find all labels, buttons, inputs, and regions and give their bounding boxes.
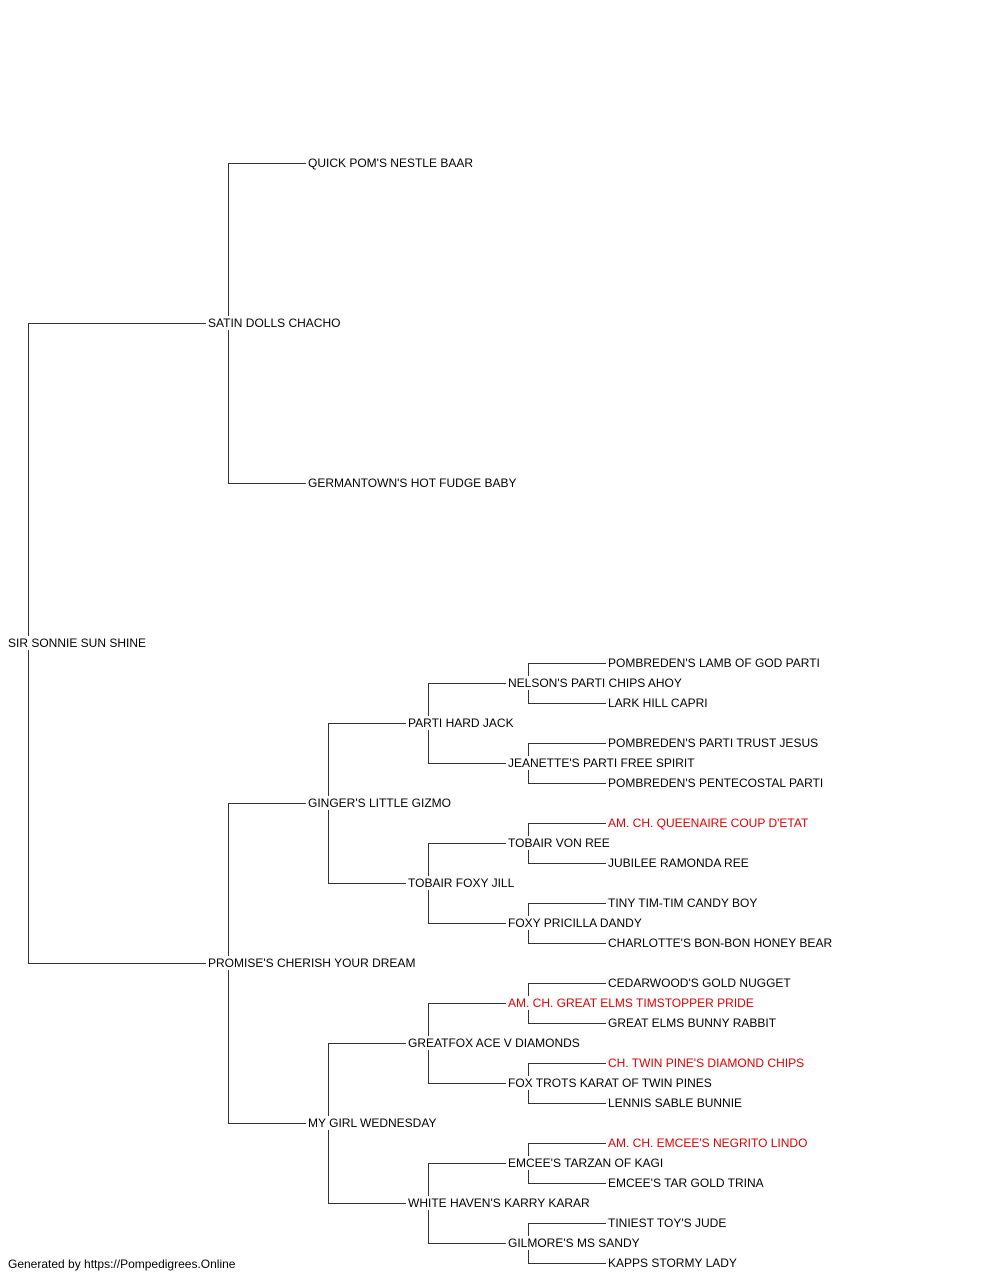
ancestor-name: GILMORE'S MS SANDY: [508, 1236, 642, 1250]
ancestor-name: POMBREDEN'S PARTI TRUST JESUS: [608, 736, 821, 750]
ancestor-name: AM. CH. QUEENAIRE COUP D'ETAT: [608, 816, 811, 830]
ancestor-name: FOX TROTS KARAT OF TWIN PINES: [508, 1076, 714, 1090]
ancestor-name: AM. CH. GREAT ELMS TIMSTOPPER PRIDE: [508, 996, 756, 1010]
connector-horizontal: [428, 1243, 506, 1244]
connector-horizontal: [328, 723, 406, 724]
connector-horizontal: [228, 483, 306, 484]
connector-horizontal: [528, 663, 606, 664]
connector-horizontal: [428, 843, 506, 844]
ancestor-name: EMCEE'S TARZAN OF KAGI: [508, 1156, 666, 1170]
ancestor-name: EMCEE'S TAR GOLD TRINA: [608, 1176, 766, 1190]
ancestor-name: GERMANTOWN'S HOT FUDGE BABY: [308, 476, 519, 490]
connector-horizontal: [28, 323, 206, 324]
ancestor-name: TINY TIM-TIM CANDY BOY: [608, 896, 760, 910]
ancestor-name: TINIEST TOY'S JUDE: [608, 1216, 729, 1230]
ancestor-name: MY GIRL WEDNESDAY: [308, 1116, 439, 1130]
ancestor-name: CH. TWIN PINE'S DIAMOND CHIPS: [608, 1056, 807, 1070]
connector-horizontal: [528, 1183, 606, 1184]
connector-horizontal: [528, 983, 606, 984]
connector-horizontal: [228, 803, 306, 804]
connector-horizontal: [528, 1023, 606, 1024]
connector-horizontal: [528, 1223, 606, 1224]
ancestor-name: WHITE HAVEN'S KARRY KARAR: [408, 1196, 592, 1210]
ancestor-name: POMBREDEN'S LAMB OF GOD PARTI: [608, 656, 822, 670]
ancestor-name: QUICK POM'S NESTLE BAAR: [308, 156, 475, 170]
connector-horizontal: [528, 783, 606, 784]
connector-horizontal: [528, 1063, 606, 1064]
ancestor-name: GINGER'S LITTLE GIZMO: [308, 796, 453, 810]
ancestor-name: GREAT ELMS BUNNY RABBIT: [608, 1016, 779, 1030]
connector-horizontal: [528, 903, 606, 904]
ancestor-name: NELSON'S PARTI CHIPS AHOY: [508, 676, 684, 690]
subject-dog-name: SIR SONNIE SUN SHINE: [8, 636, 149, 650]
footer-credit: Generated by https://Pompedigrees.Online: [8, 1257, 236, 1271]
connector-horizontal: [28, 963, 206, 964]
connector-horizontal: [428, 1083, 506, 1084]
ancestor-name: PROMISE'S CHERISH YOUR DREAM: [208, 956, 418, 970]
ancestor-name: CEDARWOOD'S GOLD NUGGET: [608, 976, 793, 990]
ancestor-name: JEANETTE'S PARTI FREE SPIRIT: [508, 756, 697, 770]
ancestor-name: AM. CH. EMCEE'S NEGRITO LINDO: [608, 1136, 810, 1150]
connector-horizontal: [528, 823, 606, 824]
connector-horizontal: [428, 683, 506, 684]
connector-horizontal: [528, 1263, 606, 1264]
connector-horizontal: [528, 943, 606, 944]
connector-horizontal: [528, 863, 606, 864]
ancestor-name: KAPPS STORMY LADY: [608, 1256, 739, 1270]
connector-horizontal: [528, 703, 606, 704]
ancestor-name: TOBAIR VON REE: [508, 836, 612, 850]
connector-horizontal: [228, 1123, 306, 1124]
connector-horizontal: [328, 1043, 406, 1044]
ancestor-name: LENNIS SABLE BUNNIE: [608, 1096, 745, 1110]
connector-horizontal: [528, 1103, 606, 1104]
ancestor-name: CHARLOTTE'S BON-BON HONEY BEAR: [608, 936, 835, 950]
connector-horizontal: [428, 1163, 506, 1164]
connector-horizontal: [528, 1143, 606, 1144]
ancestor-name: LARK HILL CAPRI: [608, 696, 710, 710]
ancestor-name: FOXY PRICILLA DANDY: [508, 916, 644, 930]
ancestor-name: JUBILEE RAMONDA REE: [608, 856, 751, 870]
ancestor-name: POMBREDEN'S PENTECOSTAL PARTI: [608, 776, 826, 790]
ancestor-name: SATIN DOLLS CHACHO: [208, 316, 343, 330]
connector-horizontal: [428, 1003, 506, 1004]
ancestor-name: PARTI HARD JACK: [408, 716, 516, 730]
ancestor-name: GREATFOX ACE V DIAMONDS: [408, 1036, 582, 1050]
connector-horizontal: [528, 743, 606, 744]
connector-horizontal: [328, 1203, 406, 1204]
connector-horizontal: [228, 163, 306, 164]
connector-horizontal: [328, 883, 406, 884]
connector-horizontal: [428, 763, 506, 764]
ancestor-name: TOBAIR FOXY JILL: [408, 876, 517, 890]
connector-horizontal: [428, 923, 506, 924]
